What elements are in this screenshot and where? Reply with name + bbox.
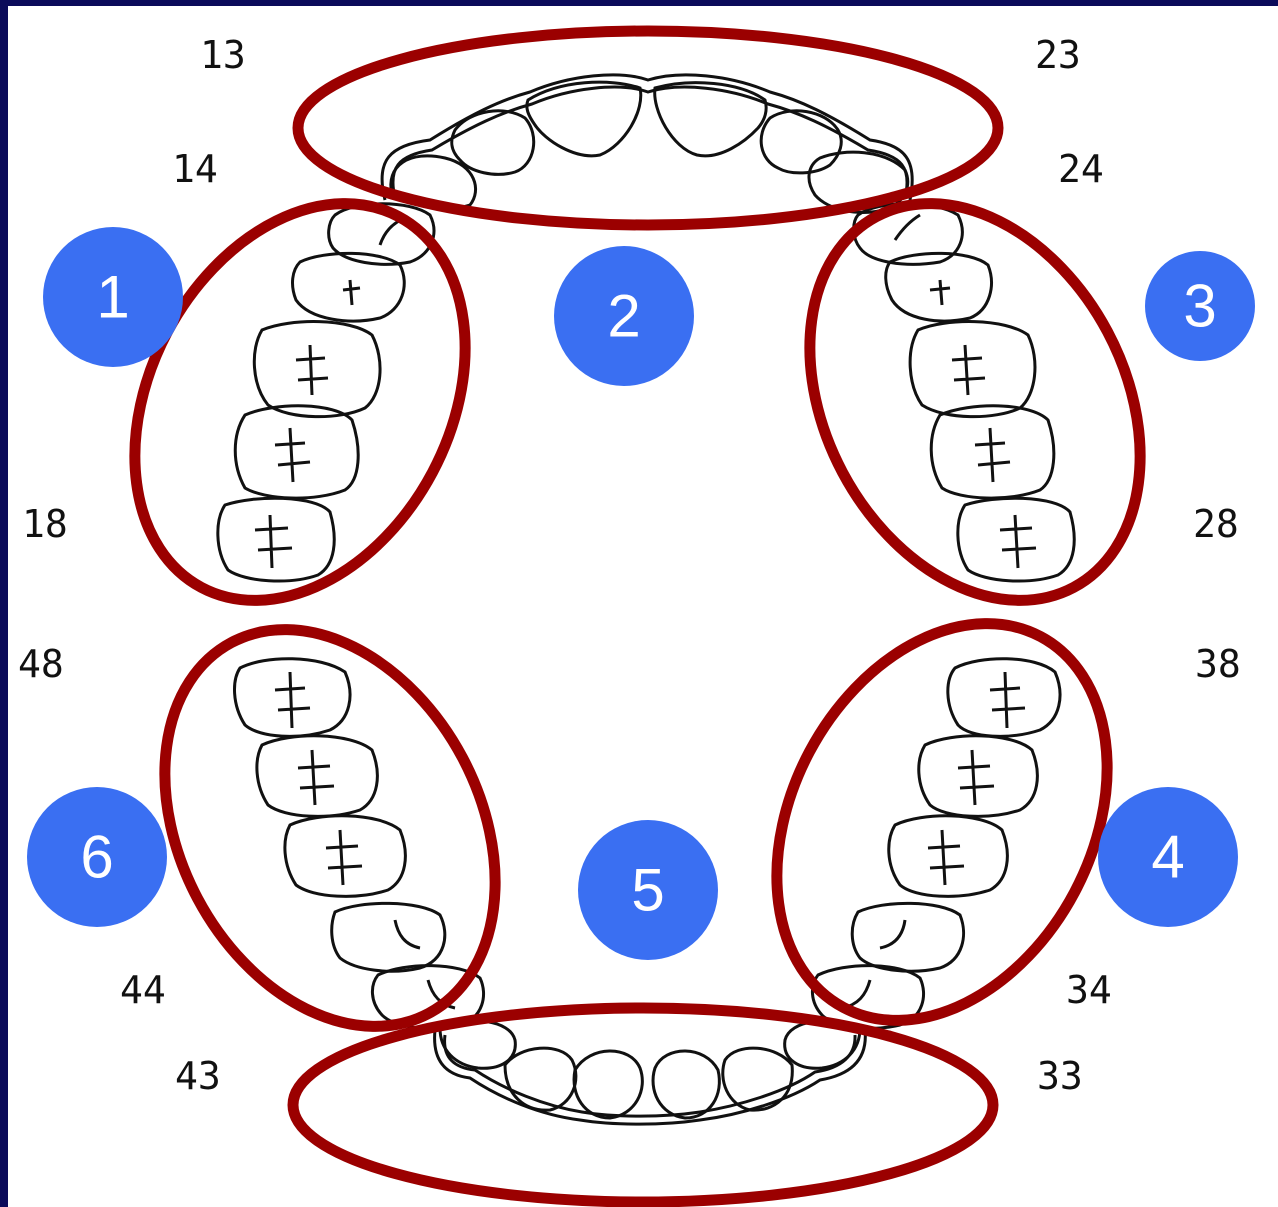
- tooth-label-33: 33: [1037, 1054, 1083, 1098]
- sextant-markers: 1 2 3 4 5 6: [27, 227, 1255, 960]
- sextant-6-outline: [159, 624, 501, 1032]
- sextant-marker-5: 5: [578, 820, 718, 960]
- sextant-2-outline: [292, 25, 1004, 231]
- sextant-number-6: 6: [80, 824, 113, 891]
- sextant-number-2: 2: [607, 283, 640, 350]
- tooth-label-34: 34: [1066, 968, 1112, 1012]
- sextant-circle-3: [1145, 251, 1255, 361]
- tooth-label-18: 18: [22, 502, 68, 546]
- sextant-circle-1: [43, 227, 183, 367]
- sextant-number-1: 1: [96, 264, 129, 331]
- tooth-label-38: 38: [1195, 642, 1241, 686]
- sextant-3-outline: [804, 198, 1146, 606]
- tooth-label-24: 24: [1058, 147, 1104, 191]
- upper-anterior-teeth: [380, 73, 914, 214]
- upper-right-posterior-teeth: [216, 202, 436, 583]
- sextant-marker-6: 6: [27, 787, 167, 927]
- sextant-number-4: 4: [1151, 824, 1184, 891]
- sextant-marker-1: 1: [43, 227, 183, 367]
- upper-left-posterior-teeth: [852, 202, 1076, 583]
- sextant-number-3: 3: [1183, 273, 1216, 340]
- tooth-label-23: 23: [1035, 33, 1081, 77]
- tooth-label-13: 13: [200, 33, 246, 77]
- sextant-marker-4: 4: [1098, 787, 1238, 927]
- sextant-circle-4: [1098, 787, 1238, 927]
- sextant-circle-5: [578, 820, 718, 960]
- sextant-marker-2: 2: [554, 246, 694, 386]
- tooth-label-14: 14: [172, 147, 218, 191]
- tooth-label-43: 43: [175, 1054, 221, 1098]
- sextant-marker-3: 3: [1145, 251, 1255, 361]
- sextant-4-outline: [771, 618, 1113, 1026]
- sextant-number-5: 5: [631, 857, 664, 924]
- tooth-label-28: 28: [1193, 502, 1239, 546]
- lower-left-posterior-teeth: [811, 657, 1062, 1030]
- tooth-label-48: 48: [18, 642, 64, 686]
- tooth-number-labels: 13 23 14 24 18 28 48 38 44 34 43 33: [18, 33, 1241, 1098]
- sextant-outlines: [129, 25, 1146, 1207]
- sextant-circle-6: [27, 787, 167, 927]
- sextant-circle-2: [554, 246, 694, 386]
- tooth-label-44: 44: [120, 968, 166, 1012]
- sextant-5-outline: [287, 1002, 999, 1207]
